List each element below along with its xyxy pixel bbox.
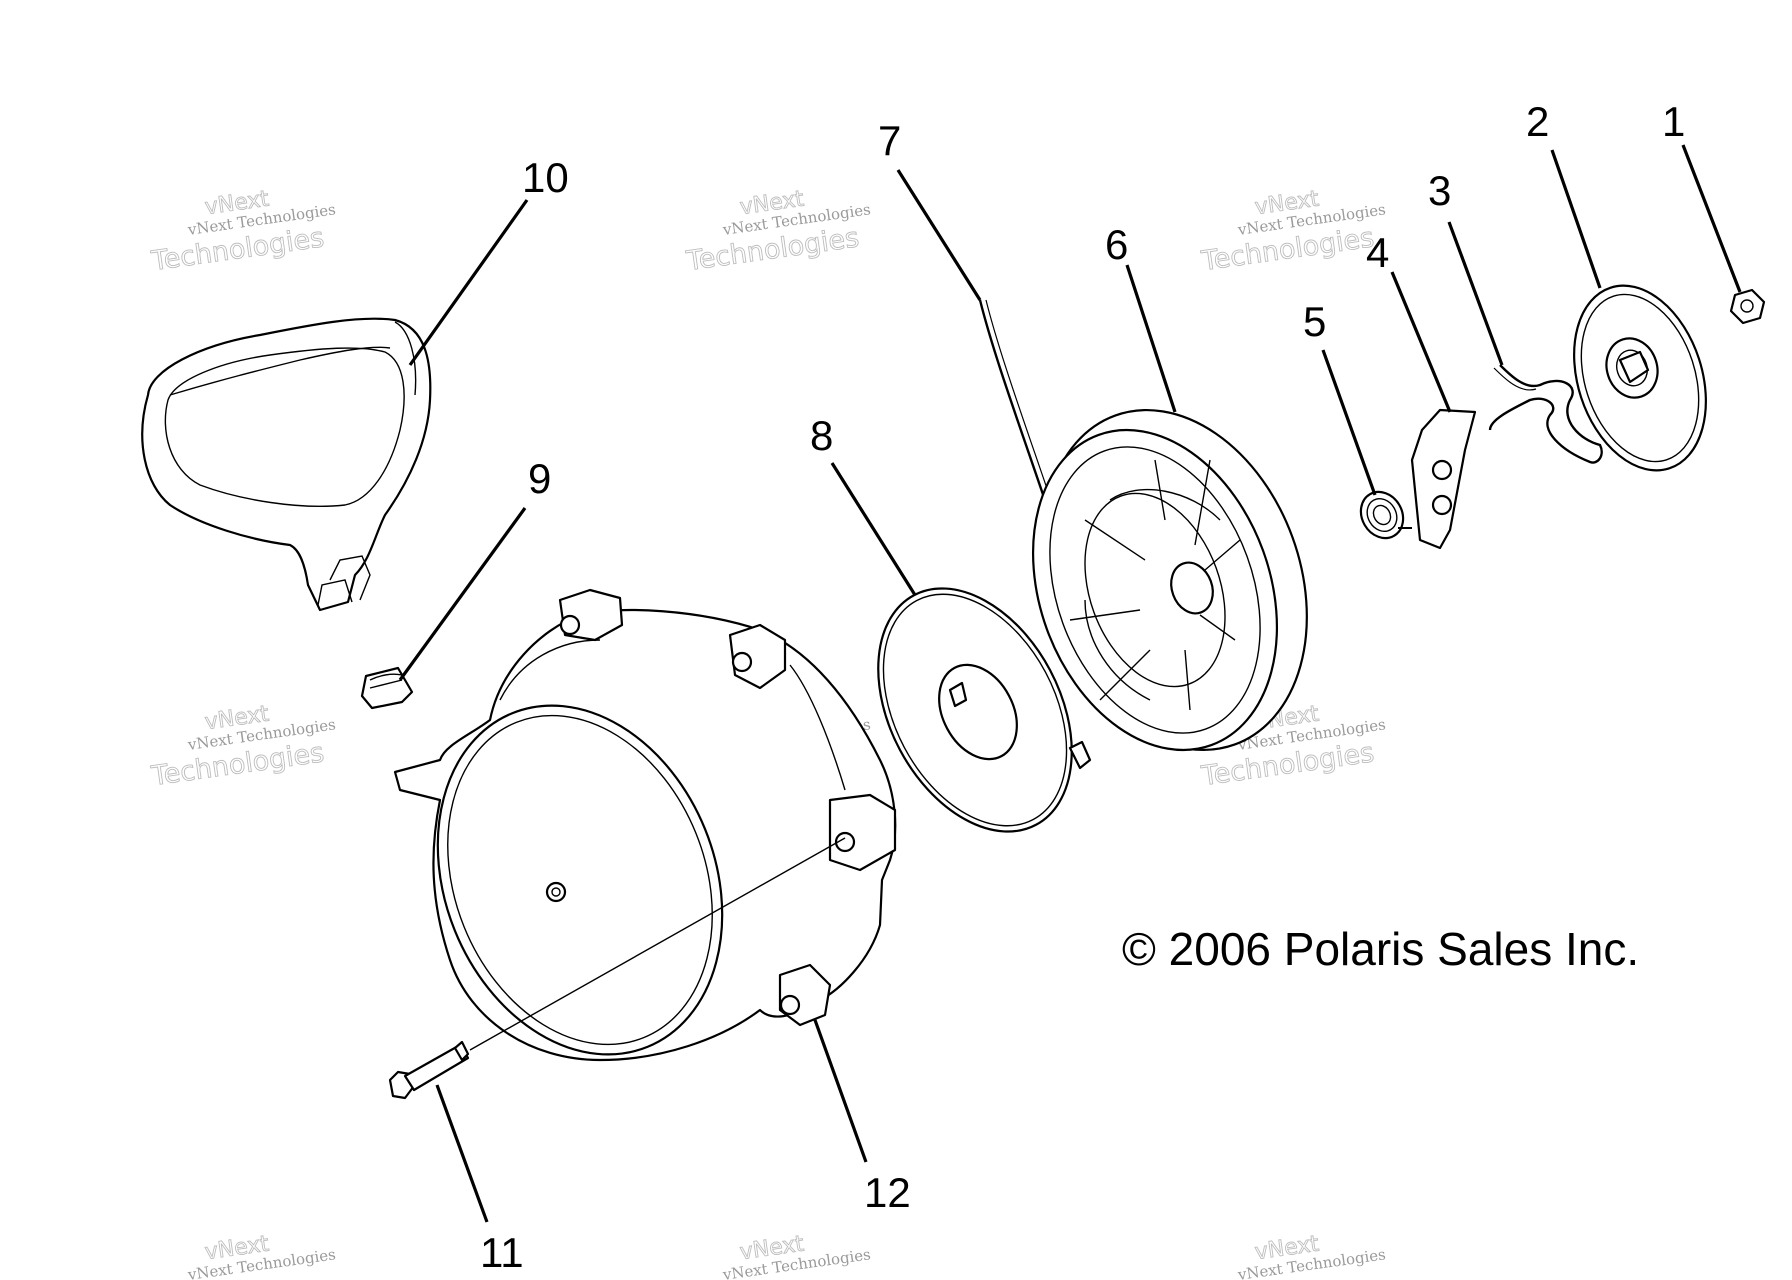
recoil-spring (877, 587, 1092, 833)
callout-1: 1 (1662, 98, 1685, 145)
callouts: 1 2 3 4 5 6 7 8 9 10 11 12 (480, 98, 1685, 1276)
callout-2: 2 (1526, 98, 1549, 145)
leader-lines (398, 144, 1742, 1223)
callout-12: 12 (864, 1169, 911, 1216)
callout-5: 5 (1303, 298, 1326, 345)
pawl-spring (1359, 490, 1412, 540)
friction-plate (1573, 284, 1707, 472)
callout-6: 6 (1105, 221, 1128, 268)
friction-spring (1488, 364, 1603, 464)
recoil-housing (393, 588, 897, 1062)
watermark: vNext vNext Technologies Technologies (683, 186, 871, 278)
watermark: vNext vNext Technologies (1236, 1231, 1387, 1280)
callout-10: 10 (522, 154, 569, 201)
watermark: vNext vNext Technologies Technologies (148, 701, 336, 793)
callout-3: 3 (1428, 167, 1451, 214)
watermark: vNext vNext Technologies (721, 1231, 872, 1280)
callout-7: 7 (878, 117, 901, 164)
callout-8: 8 (810, 412, 833, 459)
callout-11: 11 (480, 1229, 524, 1276)
pawl (1410, 408, 1477, 550)
bolt (388, 837, 846, 1100)
watermark: vNext vNext Technologies (186, 1231, 337, 1280)
callout-4: 4 (1366, 229, 1389, 276)
copyright-text: © 2006 Polaris Sales Inc. (1122, 923, 1639, 975)
starter-handle (141, 317, 432, 612)
watermark: vNext vNext Technologies Technologies (148, 186, 336, 278)
callout-9: 9 (528, 455, 551, 502)
watermark: vNext vNext Technologies Technologies (1198, 186, 1386, 278)
nut (1729, 288, 1766, 325)
recoil-pulley (1031, 408, 1308, 752)
